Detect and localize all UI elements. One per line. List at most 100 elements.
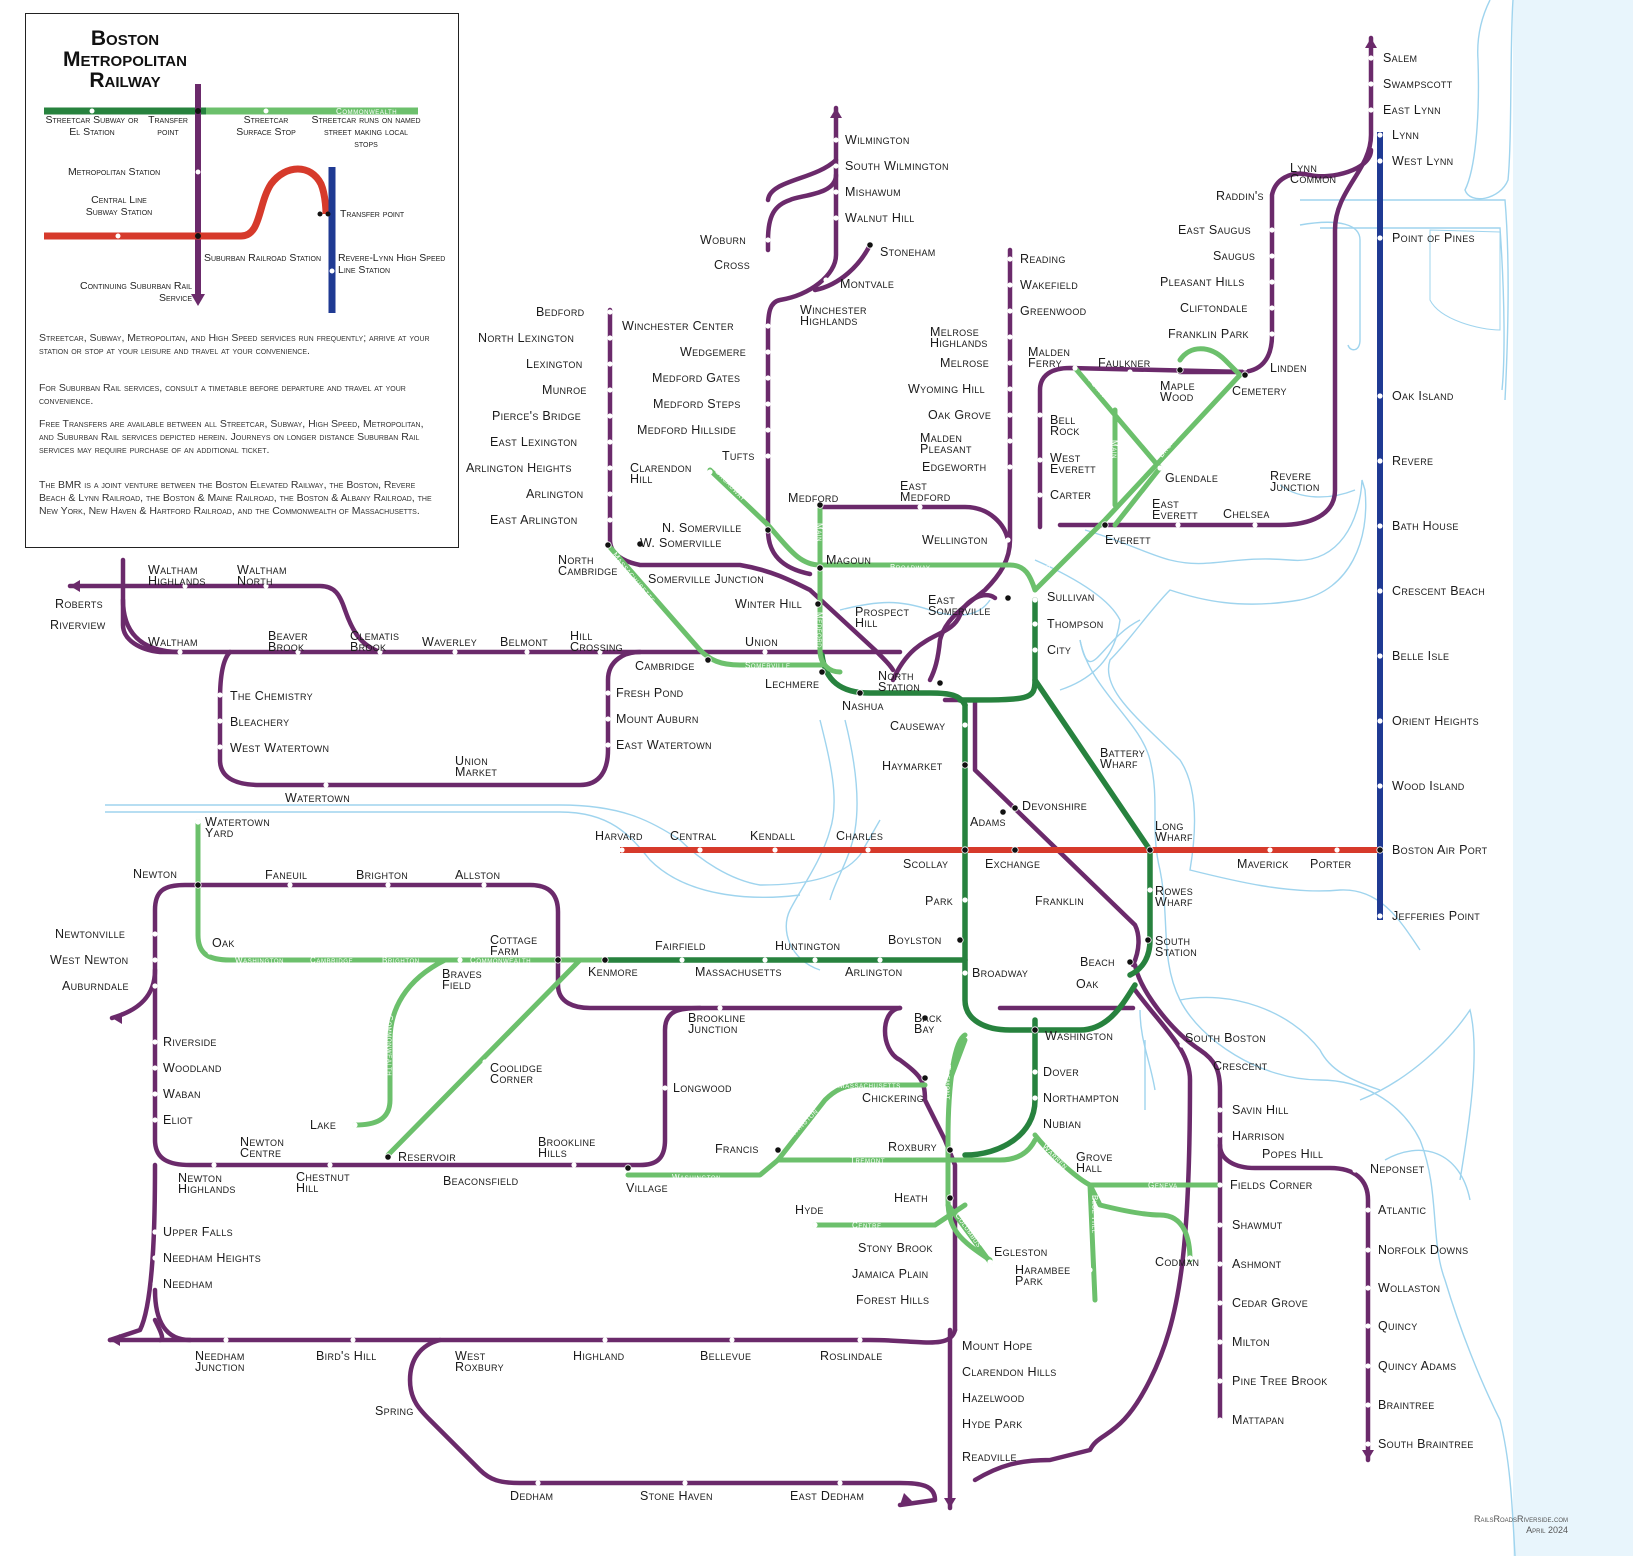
station-label-causeway[interactable]: Causeway (890, 719, 945, 733)
station-label-pierces-bridge[interactable]: Pierce's Bridge (492, 409, 581, 423)
station-label-mattapan[interactable]: Mattapan (1232, 1413, 1284, 1427)
station-label-east-saugus[interactable]: East Saugus (1178, 223, 1251, 237)
station-label-winter-hill[interactable]: Winter Hill (735, 597, 802, 611)
station-label-w-somerville[interactable]: W. Somerville (640, 536, 722, 550)
station-label-atlantic[interactable]: Atlantic (1378, 1203, 1426, 1217)
station-label-bath-house[interactable]: Bath House (1392, 519, 1459, 533)
station-label-quincy[interactable]: Quincy (1378, 1319, 1418, 1333)
station-label-fields-corner[interactable]: Fields Corner (1230, 1178, 1313, 1192)
station-label-heath[interactable]: Heath (894, 1191, 928, 1205)
station-label-porter[interactable]: Porter (1310, 857, 1352, 871)
station-label-roxbury[interactable]: Roxbury (888, 1140, 937, 1154)
station-label-kenmore[interactable]: Kenmore (588, 965, 638, 979)
station-label-wedgemere[interactable]: Wedgemere (680, 345, 746, 359)
station-label-crescent-beach[interactable]: Crescent Beach (1392, 584, 1485, 598)
station-label-east-dedham[interactable]: East Dedham (790, 1489, 864, 1503)
station-label-franklin-park[interactable]: Franklin Park (1168, 327, 1249, 341)
station-label-orient-heights[interactable]: Orient Heights (1392, 714, 1479, 728)
station-label-adams[interactable]: Adams (970, 815, 1006, 829)
station-label-thompson[interactable]: Thompson (1047, 617, 1104, 631)
station-label-medford-gates[interactable]: Medford Gates (652, 371, 740, 385)
station-label-fairfield[interactable]: Fairfield (655, 939, 706, 953)
station-label-waverley[interactable]: Waverley (422, 635, 477, 649)
station-label-boylston[interactable]: Boylston (888, 933, 942, 947)
station-label-munroe[interactable]: Munroe (542, 383, 587, 397)
station-label-washington[interactable]: Washington (1045, 1029, 1113, 1043)
station-label-hazelwood[interactable]: Hazelwood (962, 1391, 1025, 1405)
station-label-city[interactable]: City (1047, 643, 1071, 657)
station-label-brighton[interactable]: Brighton (356, 868, 408, 882)
station-label-crescent[interactable]: Crescent (1213, 1059, 1268, 1073)
station-label-woburn[interactable]: Woburn (700, 233, 746, 247)
station-label-edgeworth[interactable]: Edgeworth (922, 460, 986, 474)
station-label-ashmont[interactable]: Ashmont (1232, 1257, 1282, 1271)
station-label-stoneham[interactable]: Stoneham (880, 245, 936, 259)
station-label-woodland[interactable]: Woodland (163, 1061, 222, 1075)
station-label-medford-steps[interactable]: Medford Steps (653, 397, 741, 411)
station-label-wollaston[interactable]: Wollaston (1378, 1281, 1440, 1295)
station-label-riverview[interactable]: Riverview (50, 618, 106, 632)
station-label-village[interactable]: Village (626, 1181, 668, 1195)
station-label-needham-heights[interactable]: Needham Heights (163, 1251, 261, 1265)
station-label-huntington[interactable]: Huntington (775, 939, 840, 953)
station-label-reading[interactable]: Reading (1020, 252, 1066, 266)
station-label-oak[interactable]: Oak (212, 936, 235, 950)
station-label-east-lynn[interactable]: East Lynn (1383, 103, 1441, 117)
station-label-park[interactable]: Park (925, 894, 953, 908)
station-label-northampton[interactable]: Northampton (1043, 1091, 1119, 1105)
station-label-needham[interactable]: Needham (163, 1277, 213, 1291)
station-label-maverick[interactable]: Maverick (1237, 857, 1289, 871)
station-label-waltham[interactable]: Waltham (148, 635, 198, 649)
station-label-beaconsfield[interactable]: Beaconsfield (443, 1174, 519, 1188)
station-label-egleston[interactable]: Egleston (994, 1245, 1048, 1259)
station-label-faulkner[interactable]: Faulkner (1098, 356, 1151, 370)
station-label-lake[interactable]: Lake (310, 1118, 336, 1132)
station-label-east-watertown[interactable]: East Watertown (616, 738, 712, 752)
station-label-exchange[interactable]: Exchange (985, 857, 1040, 871)
station-label-point-of-pines[interactable]: Point of Pines (1392, 231, 1475, 245)
station-label-longwood[interactable]: Longwood (673, 1081, 732, 1095)
station-label-chelsea[interactable]: Chelsea (1223, 507, 1270, 521)
station-label-roberts[interactable]: Roberts (55, 597, 103, 611)
station-label-walnut-hill[interactable]: Walnut Hill (845, 211, 915, 225)
station-label-newton[interactable]: Newton (133, 867, 177, 881)
station-label-central[interactable]: Central (670, 829, 717, 843)
station-label-waban[interactable]: Waban (163, 1087, 201, 1101)
station-label-cedar-grove[interactable]: Cedar Grove (1232, 1296, 1308, 1310)
station-label-mount-hope[interactable]: Mount Hope (962, 1339, 1032, 1353)
station-label-salem[interactable]: Salem (1383, 51, 1417, 65)
station-label-wellington[interactable]: Wellington (922, 533, 988, 547)
station-label-west-newton[interactable]: West Newton (50, 953, 128, 967)
station-label-lynn[interactable]: Lynn (1392, 128, 1419, 142)
station-label-magoun[interactable]: Magoun (826, 553, 871, 567)
station-label-east-lexington[interactable]: East Lexington (490, 435, 577, 449)
station-label-popes-hill[interactable]: Popes Hill (1262, 1147, 1323, 1161)
station-label-cliftondale[interactable]: Cliftondale (1180, 301, 1248, 315)
station-label-tufts[interactable]: Tufts (722, 449, 755, 463)
station-label-scollay[interactable]: Scollay (903, 857, 948, 871)
station-label-union[interactable]: Union (745, 635, 778, 649)
station-label-somerville-junction[interactable]: Somerville Junction (648, 572, 764, 586)
station-label-west-watertown[interactable]: West Watertown (230, 741, 329, 755)
station-label-harrison[interactable]: Harrison (1232, 1129, 1284, 1143)
